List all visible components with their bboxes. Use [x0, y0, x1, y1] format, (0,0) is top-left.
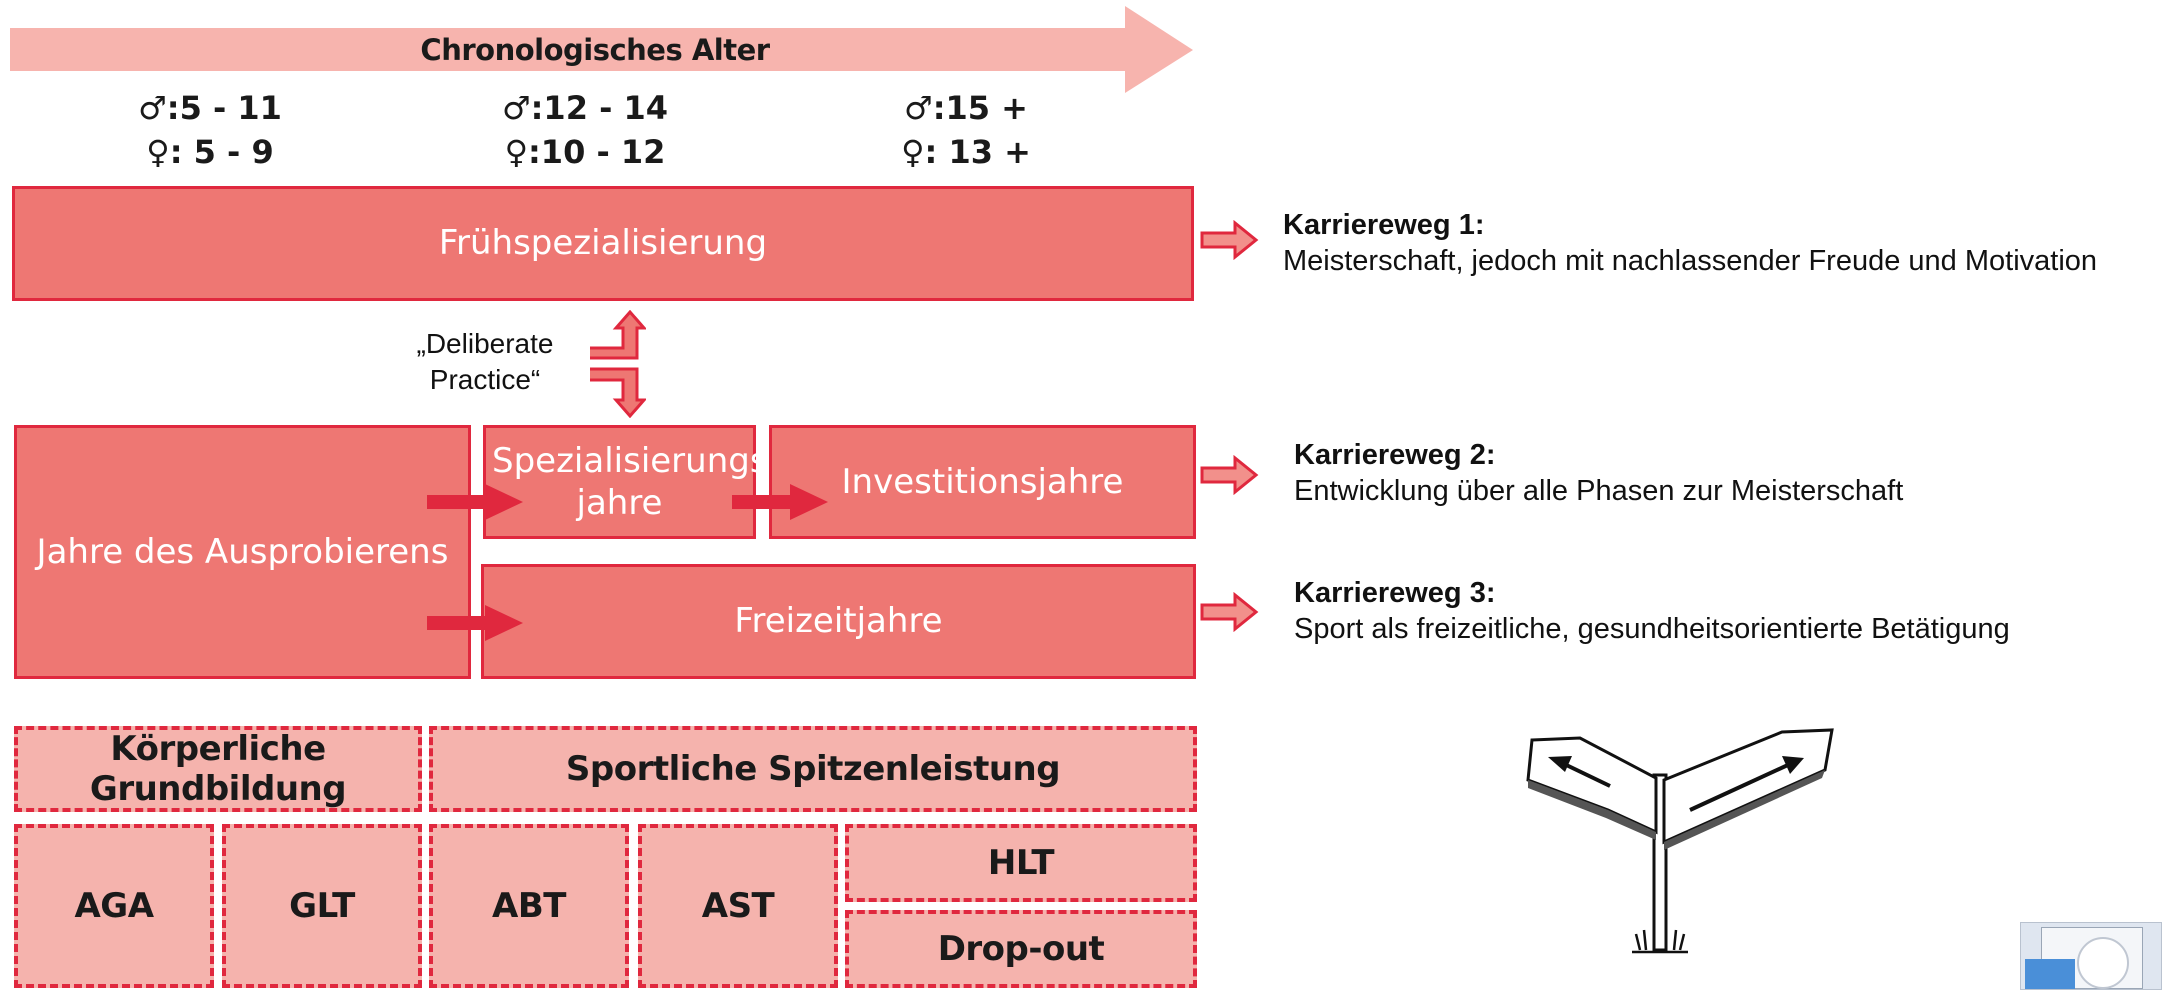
investment-years-block: Investitionsjahre	[769, 425, 1196, 539]
age-male-range: :12 - 14	[530, 89, 669, 127]
career-arrow-3	[1200, 592, 1259, 632]
career-path-2: Karriereweg 2: Entwicklung über alle Pha…	[1294, 437, 1903, 509]
female-symbol-icon: ♀	[504, 133, 528, 171]
career-path-title: Karriereweg 2:	[1294, 439, 1496, 471]
up-arrow-icon	[590, 310, 646, 360]
male-symbol-icon: ♂	[501, 89, 531, 127]
male-symbol-icon: ♂	[138, 89, 167, 127]
thumbnail-circle	[2077, 937, 2129, 989]
career-path-1: Karriereweg 1: Meisterschaft, jedoch mit…	[1283, 207, 2097, 279]
career-path-title: Karriereweg 1:	[1283, 209, 1485, 241]
age-male-range: :15 +	[932, 89, 1028, 127]
age-male-row: ♂:5 - 11	[110, 86, 310, 130]
age-group-3: ♂:15 + ♀: 13 +	[866, 86, 1066, 174]
age-group-2: ♂:12 - 14 ♀:10 - 12	[485, 86, 685, 174]
career-path-text: Entwicklung über alle Phasen zur Meister…	[1294, 475, 1904, 507]
age-female-row: ♀: 5 - 9	[110, 130, 310, 174]
career-arrow-1	[1200, 220, 1259, 260]
specializing-years-block: Spezialisierungs-jahre	[483, 425, 780, 539]
age-female-range: : 5 - 9	[169, 133, 274, 171]
recreational-years-block: Freizeitjahre	[481, 564, 1196, 679]
career-path-3: Karriereweg 3: Sport als freizeitliche, …	[1294, 575, 2010, 647]
career-arrow-2	[1200, 455, 1259, 495]
progression-arrow-1	[427, 484, 523, 520]
female-symbol-icon: ♀	[901, 133, 925, 171]
signpost-icon	[1526, 728, 1834, 954]
thumbnail-shape	[2025, 959, 2075, 989]
career-path-text: Sport als freizeitliche, gesundheitsorie…	[1294, 613, 2010, 645]
sampling-years-block: Jahre des Ausprobierens	[14, 425, 471, 679]
age-female-row: ♀: 13 +	[866, 130, 1066, 174]
age-female-range: :10 - 12	[528, 133, 666, 171]
phase-hlt: HLT	[845, 824, 1197, 902]
female-symbol-icon: ♀	[146, 133, 170, 171]
elite-performance-box: Sportliche Spitzenleistung	[429, 726, 1197, 812]
age-male-row: ♂:15 +	[866, 86, 1066, 130]
age-male-range: :5 - 11	[166, 89, 282, 127]
phase-glt: GLT	[222, 824, 422, 988]
age-group-1: ♂:5 - 11 ♀: 5 - 9	[110, 86, 310, 174]
phase-abt: ABT	[429, 824, 629, 988]
male-symbol-icon: ♂	[904, 89, 933, 127]
progression-arrow-2	[732, 484, 828, 520]
chronological-age-arrow	[10, 6, 1193, 93]
early-specialization-block: Frühspezialisierung	[12, 186, 1194, 301]
career-path-text: Meisterschaft, jedoch mit nachlassender …	[1283, 245, 2098, 277]
age-male-row: ♂:12 - 14	[485, 86, 685, 130]
phase-aga: AGA	[14, 824, 214, 988]
basic-physical-education-box: Körperliche Grundbildung	[14, 726, 422, 812]
progression-arrow-3	[427, 605, 523, 641]
phase-drop-out: Drop-out	[845, 910, 1197, 988]
down-arrow-icon	[590, 367, 646, 418]
age-female-row: ♀:10 - 12	[485, 130, 685, 174]
deliberate-practice-label: „Deliberate Practice“	[416, 328, 554, 395]
phase-ast: AST	[638, 824, 838, 988]
age-female-range: : 13 +	[924, 133, 1031, 171]
chronological-age-title: Chronologisches Alter	[420, 32, 770, 67]
thumbnail-image	[2020, 922, 2162, 990]
career-path-title: Karriereweg 3:	[1294, 577, 1496, 609]
